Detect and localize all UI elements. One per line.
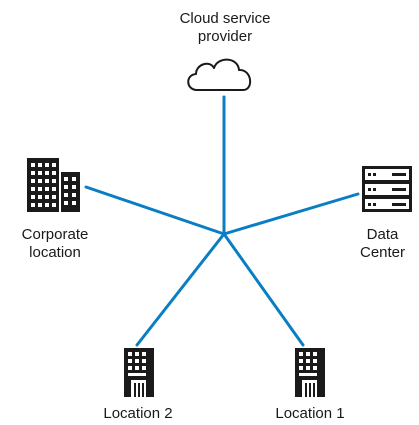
link-datacenter [222,192,360,236]
label-corporate-location: Corporate location [0,226,110,262]
connection-lines [84,95,360,347]
label-line: Cloud service [179,10,271,27]
building-icon-location-1 [295,348,325,397]
cloud-icon [187,58,251,91]
label-location-1: Location 1 [250,405,370,423]
building-icon-location-2 [124,348,154,397]
label-line: Location 1 [275,405,345,422]
server-rack-icon [362,166,412,212]
label-cloud-service-provider: Cloud service provider [140,10,310,46]
link-location1 [222,232,305,347]
label-line: Data [366,226,399,243]
label-line: Corporate [21,226,89,243]
label-location-2: Location 2 [78,405,198,423]
link-location2 [135,232,226,347]
label-line: location [29,244,81,261]
label-line: Location 2 [103,405,173,422]
label-line: provider [197,28,253,45]
office-buildings-icon [27,158,80,212]
label-line: Center [359,244,406,261]
link-corporate [84,185,226,236]
label-data-center: Data Center [346,226,419,262]
